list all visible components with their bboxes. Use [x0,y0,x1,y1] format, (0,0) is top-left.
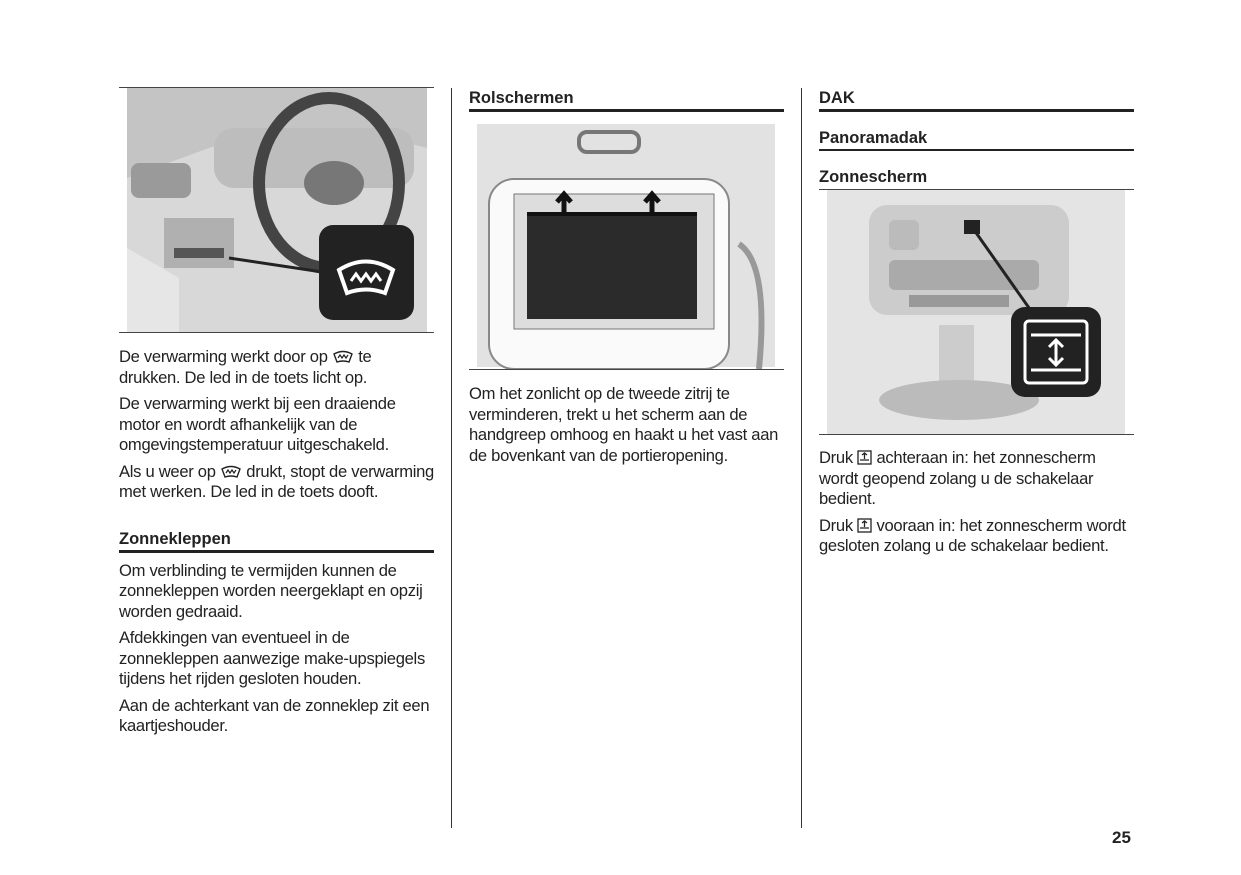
sunshade-switch-icon [857,517,872,533]
page-number: 25 [1112,828,1131,847]
paragraph: Om het zonlicht op de tweede zitrij te v… [469,384,779,465]
text: Als u weer op [119,461,220,481]
rollerblind-figure [469,124,784,370]
paragraph: Druk vooraan in: het zonnescherm wordt g… [819,516,1134,557]
section-heading: Zonnekleppen [119,529,434,553]
subsection-heading: Zonnescherm [819,167,1134,190]
text: Druk [819,515,858,535]
paragraph: Om verblinding te vermijden kunnen de zo… [119,560,423,621]
dashboard-figure [119,87,434,333]
paragraph: Druk achteraan in: het zonnescherm wordt… [819,448,1134,510]
column-2: Rolschermen Om het zonlicht op de tweede… [469,88,784,472]
section-heading: Rolschermen [469,88,784,112]
text: te drukken. De led in de toets licht op. [119,347,372,387]
sunshade-switch-icon [857,450,872,465]
column-divider [451,88,452,828]
paragraph: Als u weer op drukt, stopt de verwarming… [119,462,434,503]
column-divider [801,88,802,828]
chapter-heading: DAK [819,88,1134,112]
text: De verwarming werkt door op [119,347,332,366]
text: achteraan in: het zonnescherm wordt geop… [819,448,1096,508]
text: drukt, stopt de verwarming met werken. D… [119,461,434,502]
paragraph: Aan de achterkant van de zonneklep zit e… [119,695,430,736]
text: Druk [819,448,858,467]
section-heading: Panoramadak [819,128,1134,151]
paragraph: Afdekkingen van eventueel in de zonnekle… [119,628,425,688]
windscreen-heating-icon [333,350,353,363]
column-1: De verwarming werkt door op te drukken. … [119,87,434,743]
windscreen-heating-icon [221,465,241,478]
paragraph: De verwarming werkt door op te drukken. … [119,347,434,388]
column-3: DAK Panoramadak Zonnescherm Druk achtera… [819,88,1134,563]
sunshade-switch-figure [819,190,1134,435]
paragraph: De verwarming werkt bij een draaiende mo… [119,394,396,454]
text: vooraan in: het zonnescherm wordt geslot… [819,515,1126,556]
